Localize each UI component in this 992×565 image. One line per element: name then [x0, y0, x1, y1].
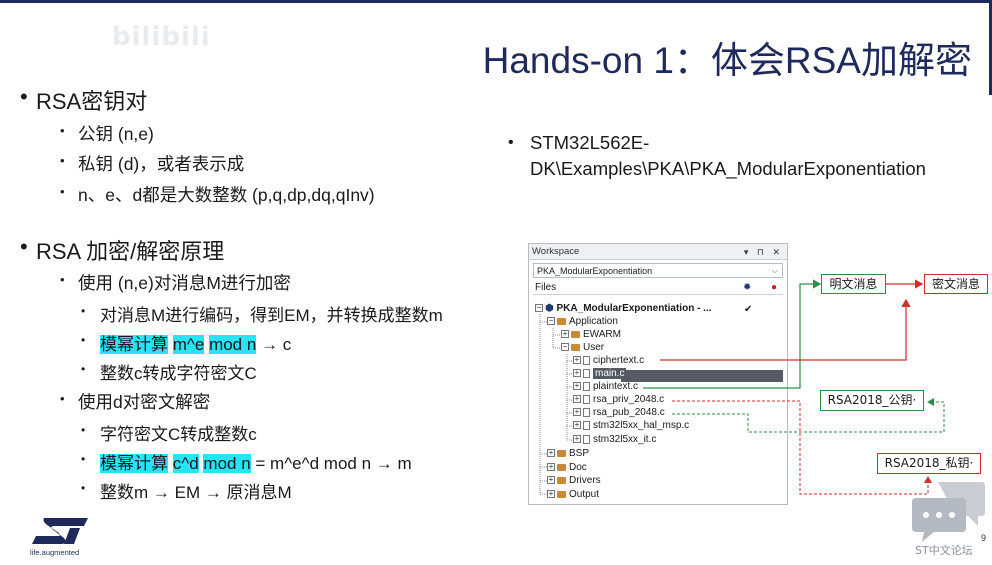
slide-title: Hands-on 1：体会RSA加解密: [482, 40, 972, 81]
expand-icon[interactable]: +: [547, 489, 555, 499]
tree-item-it[interactable]: +stm32l5xx_it.c: [573, 434, 657, 445]
folder-icon: [557, 317, 566, 325]
expand-icon[interactable]: +: [573, 394, 581, 404]
tree-root-project[interactable]: −⬢ PKA_ModularExponentiation - ...: [535, 303, 712, 314]
callout-public-key: RSA2018_公钥·: [820, 390, 924, 411]
example-path: STM32L562E-DK\Examples\PKA\PKA_ModularEx…: [508, 130, 990, 182]
bullet-encrypt-step2: 模幂计算 m^e mod n → c: [81, 330, 292, 355]
logo-tagline: life.augmented: [30, 548, 80, 557]
expand-icon[interactable]: +: [573, 407, 581, 417]
bullet-decrypt-step1: 字符密文C转成整数c: [81, 420, 257, 445]
file-icon: [583, 394, 590, 404]
expand-icon[interactable]: +: [573, 381, 581, 391]
tree-item-user[interactable]: −User: [561, 342, 605, 353]
highlight-mod-n-2: mod n: [203, 454, 251, 473]
files-label: Files: [535, 282, 557, 293]
check-icon: ✔: [744, 304, 753, 315]
bullet-decrypt-label: 使用d对密文解密: [60, 389, 210, 414]
bullet-decrypt-step3: 整数m → EM → 原消息M: [81, 478, 292, 503]
st-logo-icon: ST: [32, 518, 88, 544]
bilibili-watermark: bilibili: [112, 22, 211, 52]
highlight-mod-n: mod n: [209, 335, 257, 354]
chevron-down-icon[interactable]: ⌵: [771, 266, 778, 275]
tree-item-main[interactable]: +main.c: [573, 368, 627, 379]
expand-icon[interactable]: +: [573, 355, 581, 365]
highlight-m-e: m^e: [172, 335, 205, 354]
expand-icon[interactable]: +: [573, 368, 581, 378]
bullet-encrypt-label: 使用 (n,e)对消息M进行加密: [60, 270, 291, 295]
right-edge-accent: [989, 0, 992, 95]
folder-icon: [557, 476, 566, 484]
collapse-icon[interactable]: −: [547, 316, 555, 326]
workspace-header: Workspace ▾ ⊓ ✕: [529, 244, 787, 260]
window-controls-icon[interactable]: ▾ ⊓ ✕: [743, 247, 783, 257]
project-select-value: PKA_ModularExponentiation: [537, 266, 653, 276]
tree-item-ewarm[interactable]: +EWARM: [561, 329, 621, 340]
bullet-big-integers: n、e、d都是大数整数 (p,q,dp,dq,qInv): [60, 182, 375, 207]
expand-icon[interactable]: +: [561, 329, 569, 339]
expand-icon[interactable]: +: [547, 448, 555, 458]
bullet-private-key: 私钥 (d)，或者表示成: [60, 151, 244, 176]
page-number: 9: [981, 533, 987, 543]
folder-icon: [557, 463, 566, 471]
top-border: [0, 0, 992, 3]
folder-icon: [557, 490, 566, 498]
expand-icon[interactable]: +: [573, 420, 581, 430]
bullet-public-key: 公钥 (n,e): [60, 121, 154, 146]
project-icon: ⬢: [545, 303, 554, 314]
tree-item-application[interactable]: −Application: [547, 316, 618, 327]
file-icon: [583, 407, 590, 417]
tree-item-rsa-pub[interactable]: +rsa_pub_2048.c: [573, 407, 665, 418]
tree-item-drivers[interactable]: +Drivers: [547, 475, 601, 486]
tree-connector-lines: [539, 314, 573, 495]
callout-plaintext: 明文消息: [821, 274, 886, 294]
collapse-icon[interactable]: −: [535, 303, 543, 313]
collapse-icon[interactable]: −: [561, 342, 569, 352]
file-icon: [583, 381, 590, 391]
tree-item-hal-msp[interactable]: +stm32l5xx_hal_msp.c: [573, 420, 690, 431]
encrypt-result: → c: [256, 335, 292, 354]
callout-private-key: RSA2018_私钥·: [877, 453, 981, 474]
tree-item-doc[interactable]: +Doc: [547, 462, 587, 473]
forum-label: ST中文论坛: [915, 544, 973, 557]
highlight-c-d: c^d: [172, 454, 199, 473]
folder-icon: [571, 330, 580, 338]
folder-icon: [571, 343, 580, 351]
expand-icon[interactable]: +: [547, 475, 555, 485]
expand-icon[interactable]: +: [573, 434, 581, 444]
expand-icon[interactable]: +: [547, 462, 555, 472]
project-select[interactable]: PKA_ModularExponentiation ⌵: [533, 263, 783, 278]
tree-item-rsa-priv[interactable]: +rsa_priv_2048.c: [573, 394, 665, 405]
bullet-keypair-heading: RSA密钥对: [20, 84, 147, 116]
bullet-principle-heading: RSA 加密/解密原理: [20, 234, 224, 266]
bullet-encrypt-step3: 整数c转成字符密文C: [81, 359, 257, 384]
workspace-header-label: Workspace: [532, 246, 580, 257]
highlight-modexp-2: 模幂计算: [100, 454, 168, 473]
file-icon: [583, 355, 590, 365]
workspace-panel: Workspace ▾ ⊓ ✕ PKA_ModularExponentiatio…: [528, 243, 788, 505]
file-icon: [583, 420, 590, 430]
bullet-decrypt-step2: 模幂计算 c^d mod n = m^e^d mod n → m: [81, 449, 412, 474]
tree-item-plaintext[interactable]: +plaintext.c: [573, 381, 639, 392]
folder-icon: [557, 449, 566, 457]
tree-item-ciphertext[interactable]: +ciphertext.c: [573, 355, 645, 366]
file-icon: [583, 434, 590, 444]
highlight-modexp: 模幂计算: [100, 335, 168, 354]
file-icon: [583, 368, 590, 378]
tree-item-bsp[interactable]: +BSP: [547, 448, 590, 459]
selected-row-highlight: [621, 370, 783, 382]
decrypt-result: = m^e^d mod n → m: [250, 454, 412, 473]
callout-ciphertext: 密文消息: [924, 274, 988, 294]
tree-item-output[interactable]: +Output: [547, 489, 600, 500]
bullet-encrypt-step1: 对消息M进行编码，得到EM，并转换成整数m: [81, 301, 443, 326]
forum-chat-icon: [912, 482, 985, 542]
